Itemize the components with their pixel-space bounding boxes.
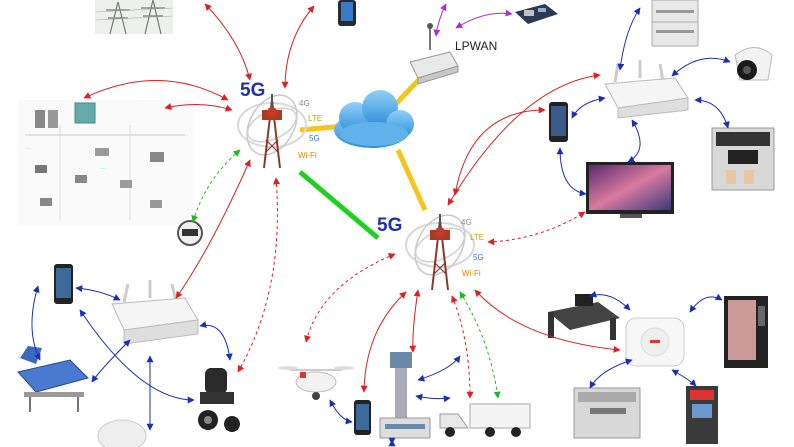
hospital-bed-icon xyxy=(17,346,89,412)
backhaul-links xyxy=(298,66,432,240)
office-desk-icon xyxy=(548,294,620,340)
tower-b-band-lte: LTE xyxy=(470,233,484,242)
security-camera-icon xyxy=(734,47,773,81)
red-links xyxy=(83,3,621,393)
medical-device-icon xyxy=(97,419,147,447)
tower-a-5g-label: 5G xyxy=(240,80,265,101)
vending-machine-icon xyxy=(724,296,768,368)
tower-b-band-wifi: Wi-Fi xyxy=(462,269,481,278)
green-dashed-links xyxy=(191,149,501,399)
power-wheelchair-icon xyxy=(198,368,240,432)
smart-meter-icon xyxy=(177,220,203,246)
cell-tower-b xyxy=(405,214,475,291)
power-lines-icon xyxy=(94,0,174,35)
tower-a-band-wifi: Wi-Fi xyxy=(298,151,317,160)
wifi-router-icon xyxy=(111,280,199,345)
atm-icon xyxy=(686,386,718,444)
svg-text:····: ···· xyxy=(26,146,31,151)
tower-b-band-5g: 5G xyxy=(473,253,484,262)
smartphone-icon xyxy=(549,102,568,142)
lpwan-label: LPWAN xyxy=(455,39,497,53)
purple-links xyxy=(433,3,513,37)
cell-tower-a xyxy=(237,94,307,169)
control-tower-icon xyxy=(379,352,431,439)
tower-b-band-4g: 4G xyxy=(461,218,472,227)
smartphone-icon xyxy=(338,0,356,26)
wifi-router-icon xyxy=(604,60,689,119)
blue-links xyxy=(31,7,731,447)
smartphone-icon xyxy=(354,400,371,435)
television-icon xyxy=(586,162,674,218)
lpwan-gateway-icon xyxy=(409,23,459,85)
tower-a-band-5g: 5G xyxy=(309,134,320,143)
drone-icon xyxy=(278,366,354,400)
tower-a-band-lte: LTE xyxy=(308,114,322,123)
cpu-board-icon xyxy=(515,4,558,24)
svg-text:····: ···· xyxy=(100,166,105,171)
truck-icon xyxy=(439,403,531,437)
tower-a-band-4g: 4G xyxy=(299,99,310,108)
cloud-icon xyxy=(334,90,414,148)
lte-hub-icon xyxy=(625,317,685,367)
coffee-machine-icon xyxy=(711,127,775,191)
refrigerator-icon xyxy=(651,0,699,47)
factory-floorplan-icon: ···· ···· xyxy=(18,100,193,225)
tower-b-5g-label: 5G xyxy=(377,215,402,236)
copier-icon xyxy=(573,387,641,439)
smartphone-icon xyxy=(54,264,73,304)
